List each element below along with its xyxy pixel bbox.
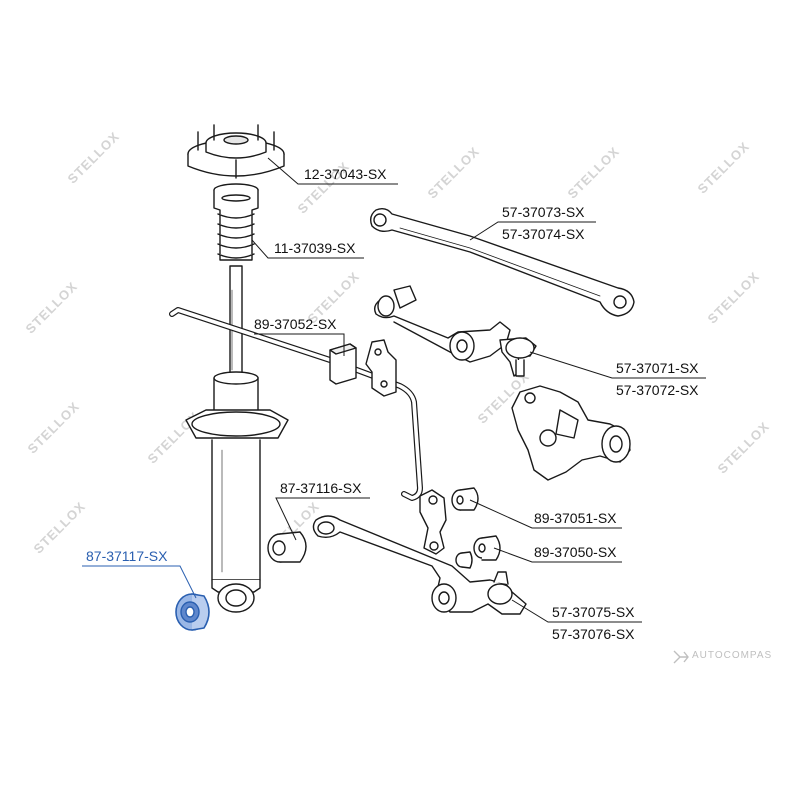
autocompas-logo-icon [673, 650, 689, 664]
leader-57-37073 [469, 221, 596, 241]
leader-89-37052 [254, 333, 345, 356]
part-label-89-37052: 89-37052-SX [254, 316, 337, 332]
part-label-57-37074: 57-37074-SX [502, 226, 585, 242]
part-label-12-37043: 12-37043-SX [304, 166, 387, 182]
footer-logo-text: AUTOCOMPAS [692, 650, 773, 661]
upper-link-arm[interactable] [373, 285, 537, 377]
leader-89-37051 [469, 499, 622, 529]
leader-87-37117 [82, 565, 197, 599]
part-label-57-37075: 57-37075-SX [552, 604, 635, 620]
part-label-89-37050: 89-37050-SX [534, 544, 617, 560]
leader-57-37071 [529, 351, 706, 379]
bush-89-37051[interactable] [451, 487, 479, 511]
leader-89-37050 [493, 547, 622, 563]
bush-89-37050[interactable] [455, 535, 501, 569]
highlighted-bush[interactable] [175, 593, 210, 631]
part-label-57-37073: 57-37073-SX [502, 204, 585, 220]
stabilizer-bar [169, 307, 423, 501]
lower-arm-bush[interactable] [267, 531, 307, 563]
strut-top-mount[interactable] [187, 124, 285, 179]
shock-absorber [185, 265, 289, 613]
leader-57-37075 [511, 599, 642, 623]
part-label-57-37072: 57-37072-SX [616, 382, 699, 398]
leader-12-37043 [267, 157, 398, 185]
upper-control-arm[interactable] [369, 207, 635, 317]
part-label-57-37076: 57-37076-SX [552, 626, 635, 642]
leader-11-37039 [251, 239, 364, 259]
stabilizer-link [419, 489, 447, 555]
part-label-89-37051: 89-37051-SX [534, 510, 617, 526]
bump-stop-boot[interactable] [213, 183, 259, 261]
wheel-knuckle [511, 385, 631, 481]
leader-87-37116 [275, 497, 370, 541]
part-label-87-37117-highlighted: 87-37117-SX [86, 548, 168, 564]
stabilizer-bush[interactable] [329, 339, 397, 397]
part-label-57-37071: 57-37071-SX [616, 360, 699, 376]
part-label-11-37039: 11-37039-SX [274, 240, 356, 256]
lower-control-arm[interactable] [312, 515, 527, 615]
part-label-87-37116: 87-37116-SX [280, 480, 362, 496]
